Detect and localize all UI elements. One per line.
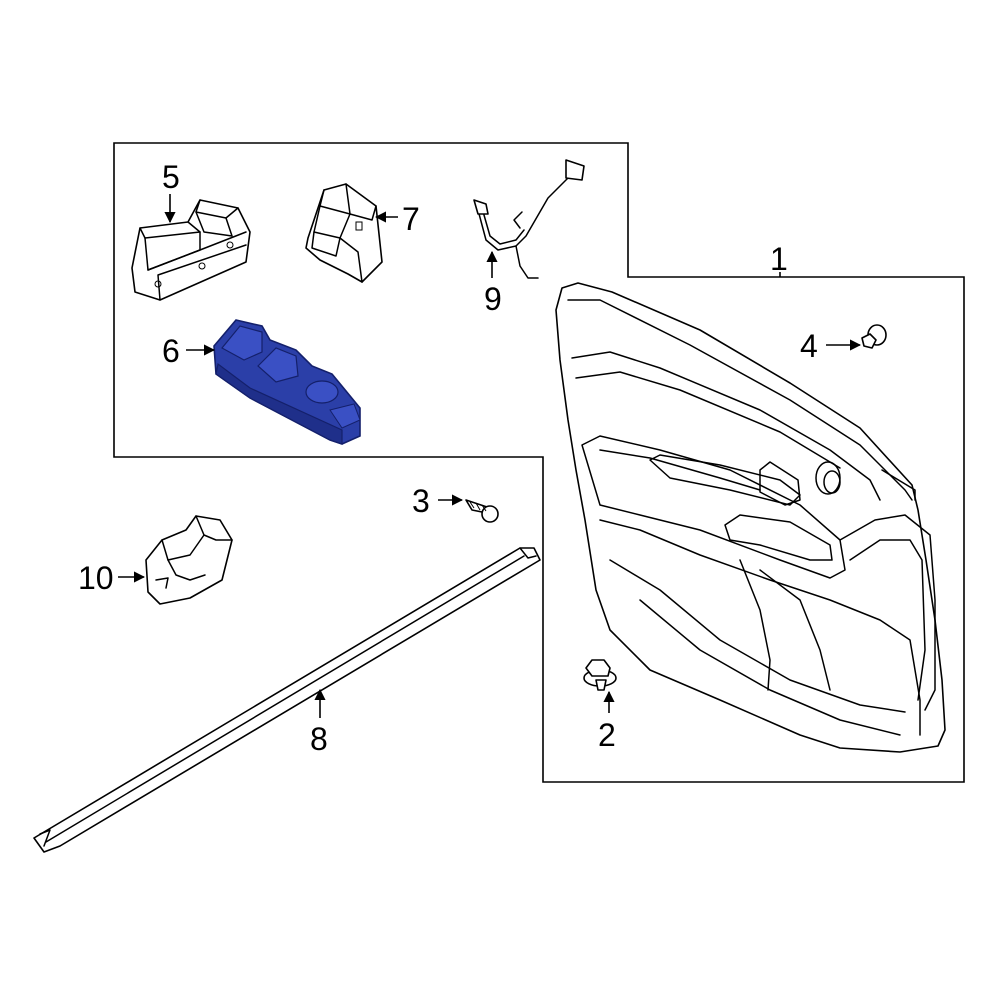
- callout-4: 4: [800, 328, 862, 364]
- screw-part-3[interactable]: [465, 499, 499, 523]
- callout-7: 7: [374, 201, 420, 237]
- callout-label-10: 10: [78, 560, 114, 596]
- switch-group-box: [113, 142, 965, 783]
- window-switch-part-5[interactable]: [131, 199, 251, 301]
- callout-2: 2: [598, 690, 616, 753]
- callout-6: 6: [162, 333, 216, 369]
- door-trim-panel-part-1[interactable]: [555, 282, 946, 753]
- clip-part-2[interactable]: [583, 659, 617, 691]
- callout-label-1: 1: [770, 241, 788, 277]
- power-window-master-switch-part-6[interactable]: [213, 319, 361, 445]
- callout-8: 8: [310, 688, 328, 757]
- callout-10: 10: [78, 560, 146, 596]
- wire-harness-part-9[interactable]: [473, 159, 585, 279]
- callout-label-8: 8: [310, 721, 328, 757]
- callout-label-9: 9: [484, 281, 502, 317]
- callout-label-7: 7: [402, 201, 420, 237]
- callout-label-5: 5: [162, 159, 180, 195]
- callout-label-3: 3: [412, 483, 430, 519]
- callout-5: 5: [162, 159, 180, 224]
- push-pin-part-4[interactable]: [861, 324, 887, 349]
- callout-label-2: 2: [598, 717, 616, 753]
- bracket-part-10[interactable]: [145, 515, 233, 605]
- callout-label-4: 4: [800, 328, 818, 364]
- weatherstrip-part-8[interactable]: [33, 547, 541, 853]
- callout-3: 3: [412, 483, 464, 519]
- window-switch-part-7[interactable]: [305, 183, 383, 283]
- callout-1: 1: [770, 241, 788, 277]
- callout-9: 9: [484, 250, 502, 317]
- callout-label-6: 6: [162, 333, 180, 369]
